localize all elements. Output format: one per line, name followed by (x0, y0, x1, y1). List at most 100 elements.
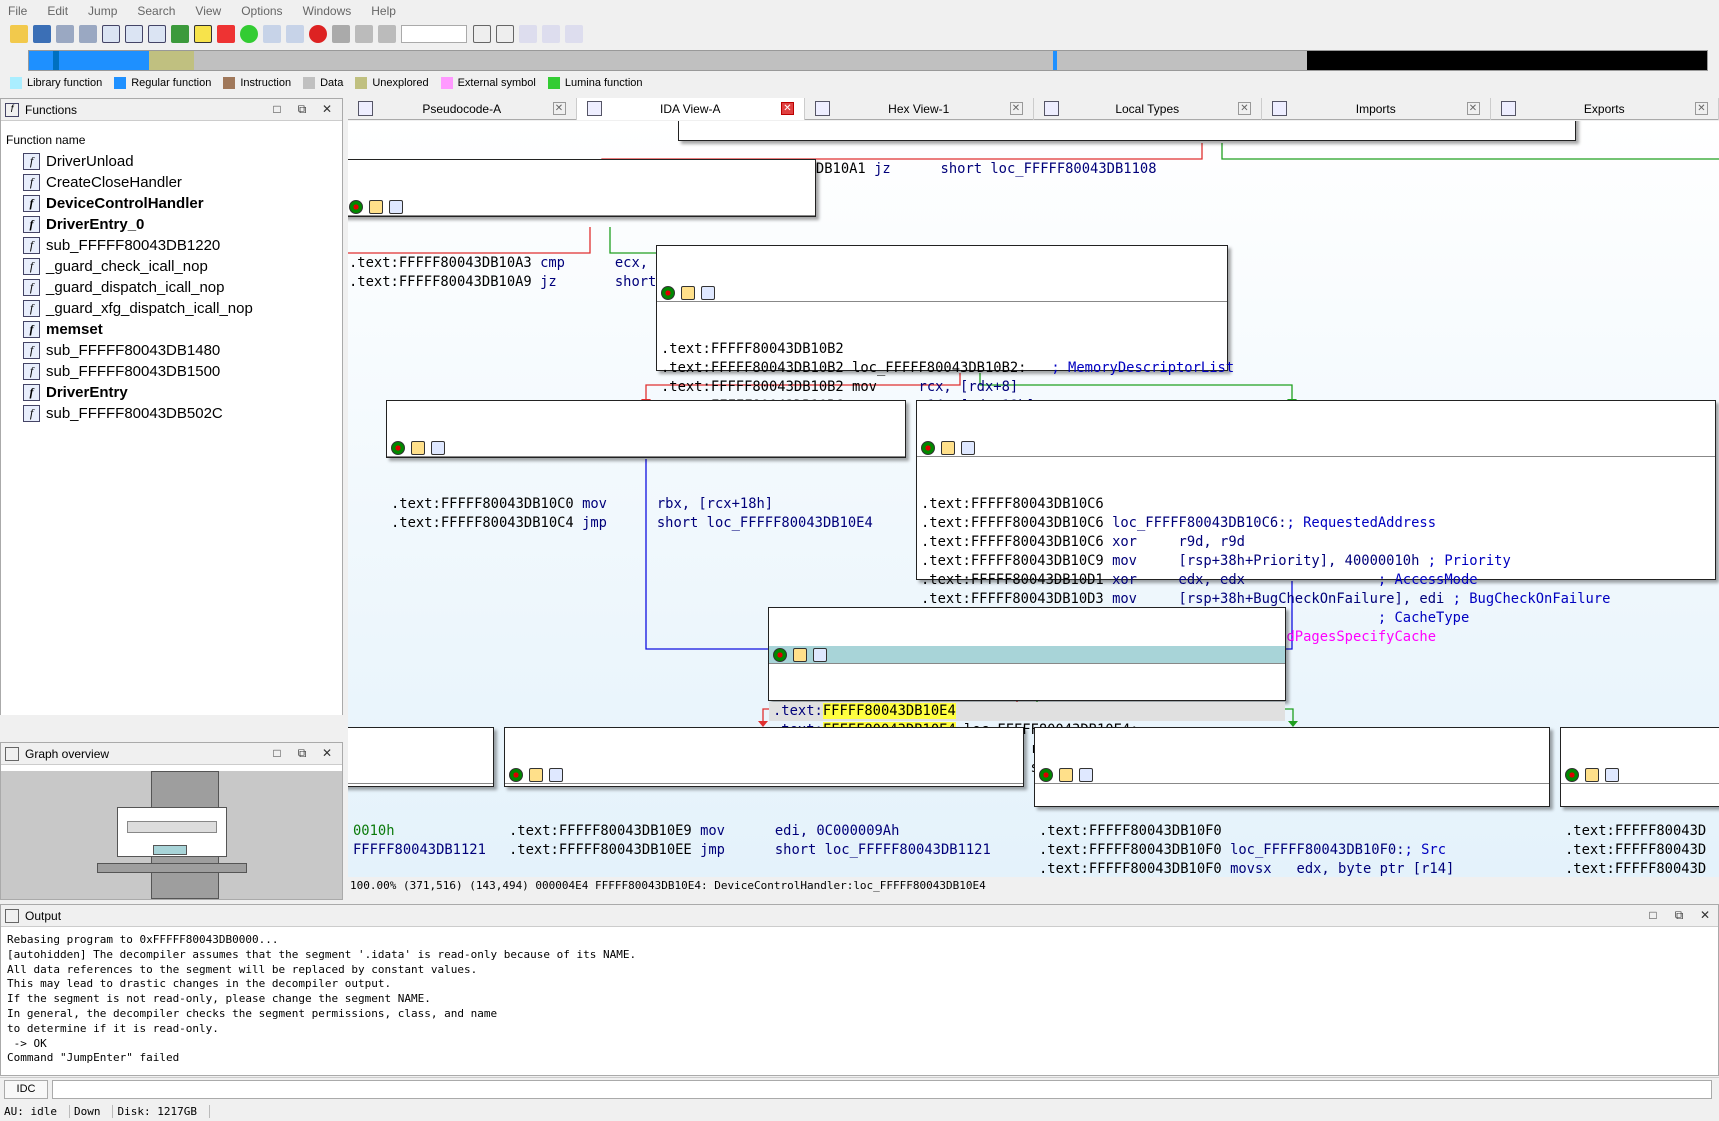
menu-windows[interactable]: Windows (302, 3, 352, 18)
graph-node-right-partial[interactable]: .text:FFFFF80043D.text:FFFFF80043D.text:… (1560, 727, 1719, 877)
menu-edit[interactable]: Edit (47, 3, 69, 18)
code-icon[interactable] (125, 25, 143, 43)
color-icon[interactable] (391, 440, 405, 455)
group-icon[interactable] (1079, 767, 1093, 782)
save-icon[interactable] (33, 25, 51, 43)
outdent-icon[interactable] (565, 25, 583, 43)
function-name-header[interactable]: Function name (6, 133, 86, 147)
maximize-icon[interactable]: □ (273, 746, 281, 760)
graph-node-loc-10e4-current[interactable]: .text:FFFFF80043DB10E4.text:FFFFF80043DB… (768, 607, 1286, 776)
close-icon[interactable]: ✕ (1466, 102, 1480, 115)
list-icon[interactable] (519, 25, 537, 43)
graph-node-loc-10f0[interactable]: .text:FFFFF80043DB10F0 .text:FFFFF80043D… (1034, 727, 1550, 877)
color-icon[interactable] (661, 285, 675, 300)
open-icon[interactable] (10, 25, 28, 43)
ida-view-graph[interactable]: .text:FFFFF80043DB10A1 jz short loc_FFFF… (348, 121, 1719, 877)
menu-search[interactable]: Search (137, 3, 176, 18)
rename-icon[interactable] (411, 440, 425, 455)
close-icon[interactable]: ✕ (1009, 102, 1023, 115)
tab-exports[interactable]: Exports✕ (1491, 98, 1719, 120)
graph-node-cmp[interactable]: .text:FFFFF80043DB10A3 cmp ecx, 87652406… (348, 159, 831, 290)
tab-pseudocode-a[interactable]: Pseudocode-A✕ (348, 98, 577, 120)
graph-icon[interactable] (286, 25, 304, 43)
close-icon[interactable]: ✕ (781, 102, 794, 115)
close-icon[interactable]: ✕ (552, 102, 566, 115)
color-icon[interactable] (1039, 767, 1053, 782)
play-icon[interactable] (332, 25, 350, 43)
menu-help[interactable]: Help (371, 3, 396, 18)
graph-node-10e9[interactable]: .text:FFFFF80043DB10E9 mov edi, 0C000009… (504, 727, 1024, 858)
menu-options[interactable]: Options (241, 3, 283, 18)
lumina-icon[interactable] (240, 25, 258, 43)
menu-file[interactable]: File (8, 3, 28, 18)
function-row[interactable]: f_guard_xfg_dispatch_icall_nop (1, 298, 342, 319)
group-icon[interactable] (813, 647, 827, 662)
group-icon[interactable] (389, 199, 403, 214)
close-icon[interactable]: ✕ (321, 102, 333, 116)
rename-icon[interactable] (529, 767, 543, 782)
group-icon[interactable] (431, 440, 445, 455)
group-icon[interactable] (549, 767, 563, 782)
breakpoint-icon[interactable] (217, 25, 235, 43)
color-icon[interactable] (1565, 767, 1579, 782)
close-icon[interactable]: ✕ (321, 746, 333, 760)
rename-icon[interactable] (941, 440, 955, 455)
function-row[interactable]: f_guard_check_icall_nop (1, 256, 342, 277)
graph-node-top[interactable]: .text:FFFFF80043DB10A1 jz short loc_FFFF… (678, 121, 1576, 177)
tab-imports[interactable]: Imports✕ (1262, 98, 1491, 120)
menu-view[interactable]: View (195, 3, 222, 18)
tab-local-types[interactable]: Local Types✕ (1034, 98, 1262, 120)
color-icon[interactable] (509, 767, 523, 782)
graph-node-loc-10c6[interactable]: .text:FFFFF80043DB10C6 .text:FFFFF80043D… (916, 400, 1716, 664)
function-row[interactable]: f_guard_dispatch_icall_nop (1, 277, 342, 298)
rename-icon[interactable] (1585, 767, 1599, 782)
float-icon[interactable]: ⧉ (297, 746, 307, 760)
maximize-icon[interactable]: □ (273, 102, 281, 116)
xref-icon[interactable] (263, 25, 281, 43)
float-icon[interactable]: ⧉ (1674, 908, 1684, 922)
maximize-icon[interactable]: □ (1649, 908, 1657, 922)
rename-icon[interactable] (681, 285, 695, 300)
navigation-strip[interactable] (28, 50, 1708, 71)
color-icon[interactable] (349, 199, 363, 214)
stop-icon[interactable] (309, 25, 327, 43)
close-icon[interactable]: ✕ (1695, 102, 1708, 115)
text-icon[interactable] (194, 25, 212, 43)
data-icon[interactable] (148, 25, 166, 43)
graph-node-loc-10b2[interactable]: .text:FFFFF80043DB10B2.text:FFFFF80043DB… (656, 245, 1234, 452)
cpp-icon[interactable] (473, 25, 491, 43)
command-input[interactable] (52, 1080, 1712, 1099)
color-icon[interactable] (773, 647, 787, 662)
close-icon[interactable]: ✕ (1238, 102, 1251, 115)
tab-ida-view-a[interactable]: IDA View-A✕ (576, 98, 805, 120)
indent-icon[interactable] (542, 25, 560, 43)
close-icon[interactable]: ✕ (1699, 908, 1711, 922)
float-icon[interactable]: ⧉ (297, 102, 307, 116)
menu-jump[interactable]: Jump (88, 3, 118, 18)
stop-debug-icon[interactable] (378, 25, 396, 43)
graph-node-10c0[interactable]: .text:FFFFF80043DB10C0 mov rbx, [rcx+18h… (386, 400, 906, 531)
rename-icon[interactable] (1059, 767, 1073, 782)
back-icon[interactable] (56, 25, 74, 43)
debugger-select[interactable] (401, 25, 467, 43)
forward-icon[interactable] (79, 25, 97, 43)
segments-icon[interactable] (102, 25, 120, 43)
group-icon[interactable] (701, 285, 715, 300)
group-icon[interactable] (1605, 767, 1619, 782)
rename-icon[interactable] (793, 647, 807, 662)
c-icon[interactable] (496, 25, 514, 43)
idc-language-button[interactable]: IDC (4, 1080, 48, 1099)
pause-icon[interactable] (355, 25, 373, 43)
color-icon[interactable] (921, 440, 935, 455)
